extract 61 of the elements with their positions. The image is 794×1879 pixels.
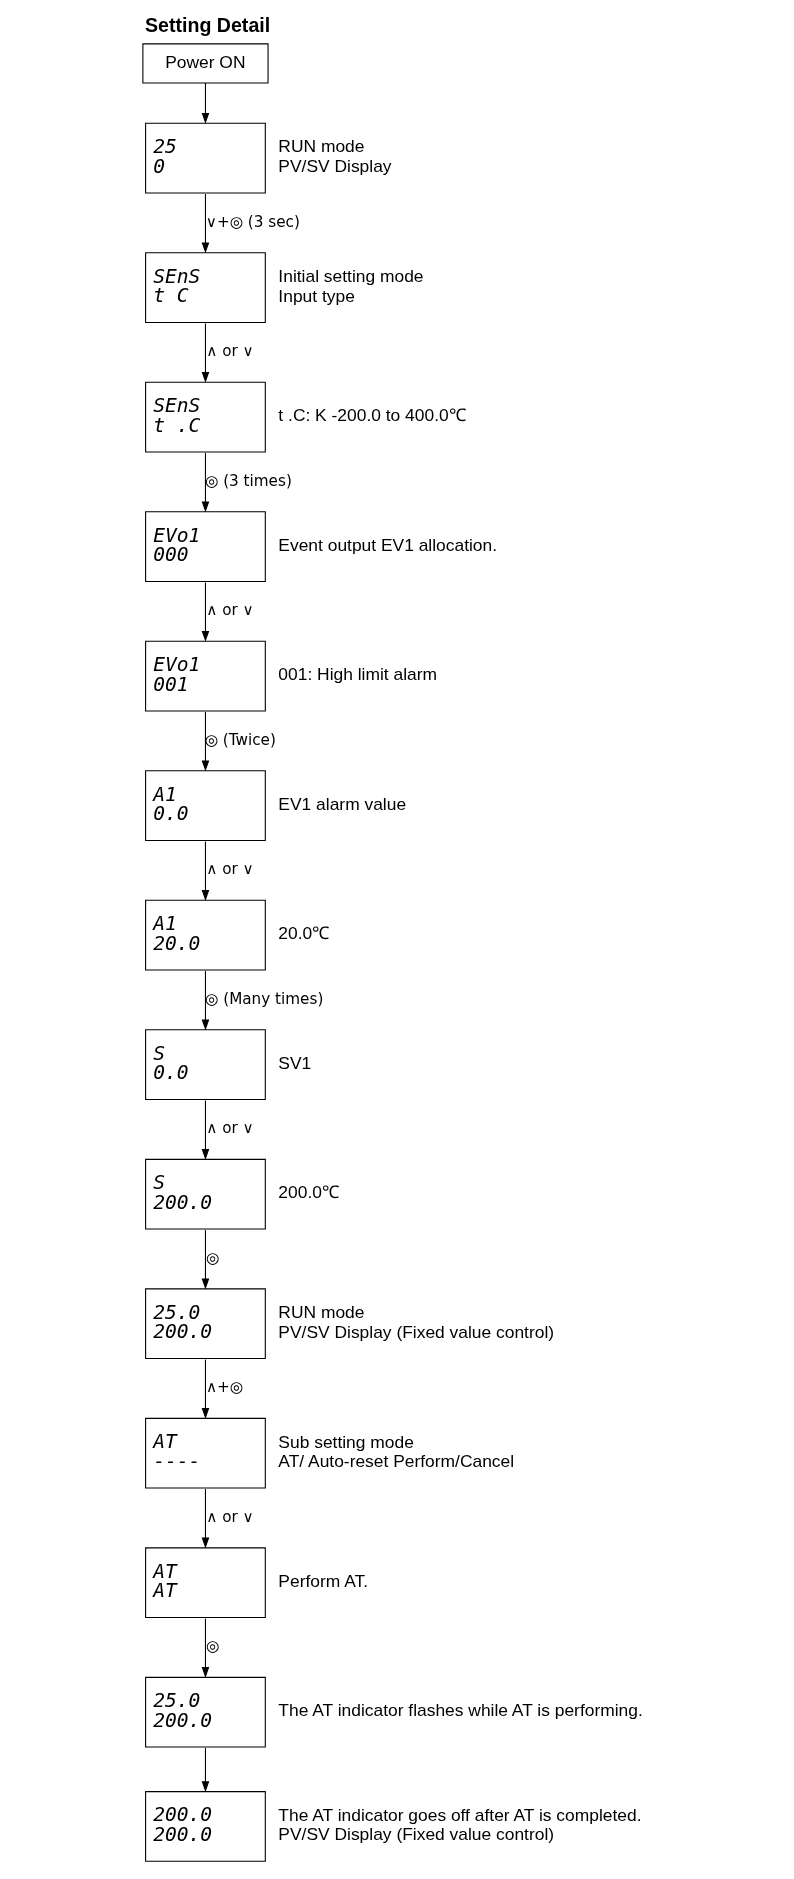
- node-box: A1 0.0: [145, 770, 266, 841]
- node-box: 200.0 200.0: [145, 1791, 266, 1862]
- arrow: [201, 841, 210, 901]
- node-label: SV1: [278, 1052, 312, 1073]
- node-box: EVo1 001: [145, 640, 266, 712]
- node-label: The AT indicator goes off after AT is completed.: [278, 1804, 642, 1825]
- node-label: 20.0℃: [278, 923, 330, 944]
- node-label: Perform AT.: [278, 1570, 369, 1591]
- edge-label: ∧ or ∨: [206, 601, 254, 620]
- arrow: [201, 1100, 210, 1160]
- arrow: [201, 322, 210, 383]
- arrow: [201, 193, 210, 254]
- node-box: 25.0 200.0: [145, 1676, 266, 1748]
- edge-label: ∨+◎ (3 sec): [205, 212, 300, 231]
- node-label: t .C: K -200.0 to 400.0℃: [278, 405, 466, 426]
- arrow: [201, 1747, 210, 1793]
- arrow: [201, 1488, 210, 1549]
- node-box: 25 0: [145, 122, 266, 194]
- node-label: AT/ Auto-reset Perform/Cancel: [278, 1451, 515, 1472]
- edge-label: ◎ (Many times): [205, 989, 324, 1008]
- arrow: [201, 452, 210, 513]
- arrow: [201, 970, 210, 1031]
- arrow: [201, 582, 210, 642]
- arrow: [201, 1618, 210, 1678]
- node-label: RUN mode: [278, 1302, 365, 1323]
- node-box: AT ----: [145, 1417, 266, 1489]
- edge-label: ◎ (Twice): [204, 730, 276, 749]
- node-label: PV/SV Display (Fixed value control): [278, 1321, 555, 1342]
- node-label: Event output EV1 allocation.: [278, 534, 498, 555]
- node-box: S 200.0: [145, 1158, 266, 1230]
- node-box: SEnS t C: [145, 252, 266, 323]
- diagram-title: Setting Detail: [145, 14, 271, 37]
- edge-label: ◎: [205, 1248, 220, 1267]
- node-box: EVo1 000: [145, 511, 266, 582]
- node-label: PV/SV Display (Fixed value control): [278, 1824, 555, 1845]
- node-box: SEnS t .C: [145, 381, 266, 453]
- edge-label: ∧ or ∨: [206, 1507, 254, 1526]
- node-box: 25.0 200.0: [145, 1288, 266, 1360]
- node-box: Power ON: [142, 43, 269, 84]
- arrow: [201, 1359, 210, 1419]
- edge-label: ∧ or ∨: [206, 342, 254, 361]
- edge-label: ∧+◎: [205, 1378, 244, 1397]
- edge-label: ∧ or ∨: [206, 1119, 254, 1138]
- node-label: EV1 alarm value: [278, 793, 407, 814]
- node-label: PV/SV Display: [278, 156, 392, 177]
- arrow: [201, 1229, 210, 1290]
- node-label: 001: High limit alarm: [278, 664, 438, 685]
- node-box: AT AT: [145, 1547, 266, 1619]
- node-box: A1 20.0: [145, 899, 266, 971]
- arrow: [201, 82, 210, 124]
- arrow: [201, 711, 210, 772]
- edge-label: ◎: [205, 1637, 220, 1656]
- node-label: Input type: [278, 285, 355, 306]
- edge-label: ∧ or ∨: [206, 860, 254, 879]
- node-label: Sub setting mode: [278, 1431, 414, 1452]
- edge-label: ◎ (3 times): [205, 471, 292, 490]
- node-label: RUN mode: [278, 136, 365, 157]
- node-box: S 0.0: [145, 1029, 266, 1101]
- node-label: 200.0℃: [278, 1182, 339, 1203]
- node-label: Initial setting mode: [278, 265, 424, 286]
- node-label: The AT indicator flashes while AT is performing.: [278, 1700, 643, 1721]
